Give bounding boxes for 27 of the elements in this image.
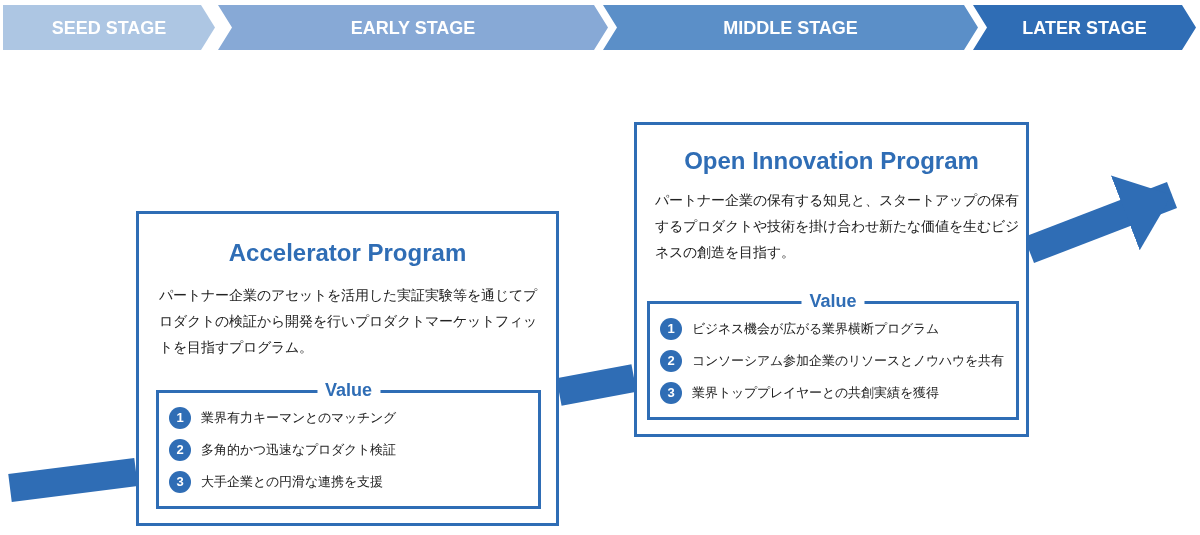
program-card [136, 211, 559, 526]
number-badge: 1 [660, 318, 682, 340]
number-badge: 3 [169, 471, 191, 493]
number-badge: 1 [169, 407, 191, 429]
growth-band [8, 458, 138, 502]
description-text: パートナー企業の保有する知見と、スタートアップの保有するプロダクトや技術を掛け合わせ新たな価値を生むビジネスの創造を目指す。 [655, 191, 1020, 262]
number-badge: 3 [660, 382, 682, 404]
stage-banner [218, 5, 608, 50]
description-text: パートナー企業のアセットを活用した実証実験等を通じてプロダクトの検証から開発を行いプロダクトマーケットフィットを目指すプログラム。 [159, 286, 539, 357]
value-item-text: 業界トッププレイヤーとの共創実績を獲得 [692, 384, 939, 402]
stage-label: SEED STAGE [51, 17, 167, 38]
stage-banner [973, 5, 1196, 50]
value-item-text: 大手企業との円滑な連携を支援 [201, 473, 383, 491]
stage-label: LATER STAGE [1022, 17, 1147, 38]
number-badge: 2 [169, 439, 191, 461]
stage-banner [3, 5, 215, 50]
stage-banner [603, 5, 978, 50]
number-badge: 2 [660, 350, 682, 372]
value-item-text: コンソーシアム参加企業のリソースとノウハウを共有 [692, 352, 1004, 370]
stage-label: MIDDLE STAGE [723, 17, 858, 38]
stage-label: EARLY STAGE [350, 17, 476, 38]
card-heading: Accelerator Program [227, 239, 468, 267]
program-card [634, 122, 1029, 437]
value-item-text: 業界有力キーマンとのマッチング [201, 409, 396, 427]
card-heading: Open Innovation Program [683, 147, 980, 175]
value-item-text: 多角的かつ迅速なプロダクト検証 [201, 441, 396, 459]
value-item-text: ビジネス機会が広がる業界横断プログラム [692, 320, 939, 338]
